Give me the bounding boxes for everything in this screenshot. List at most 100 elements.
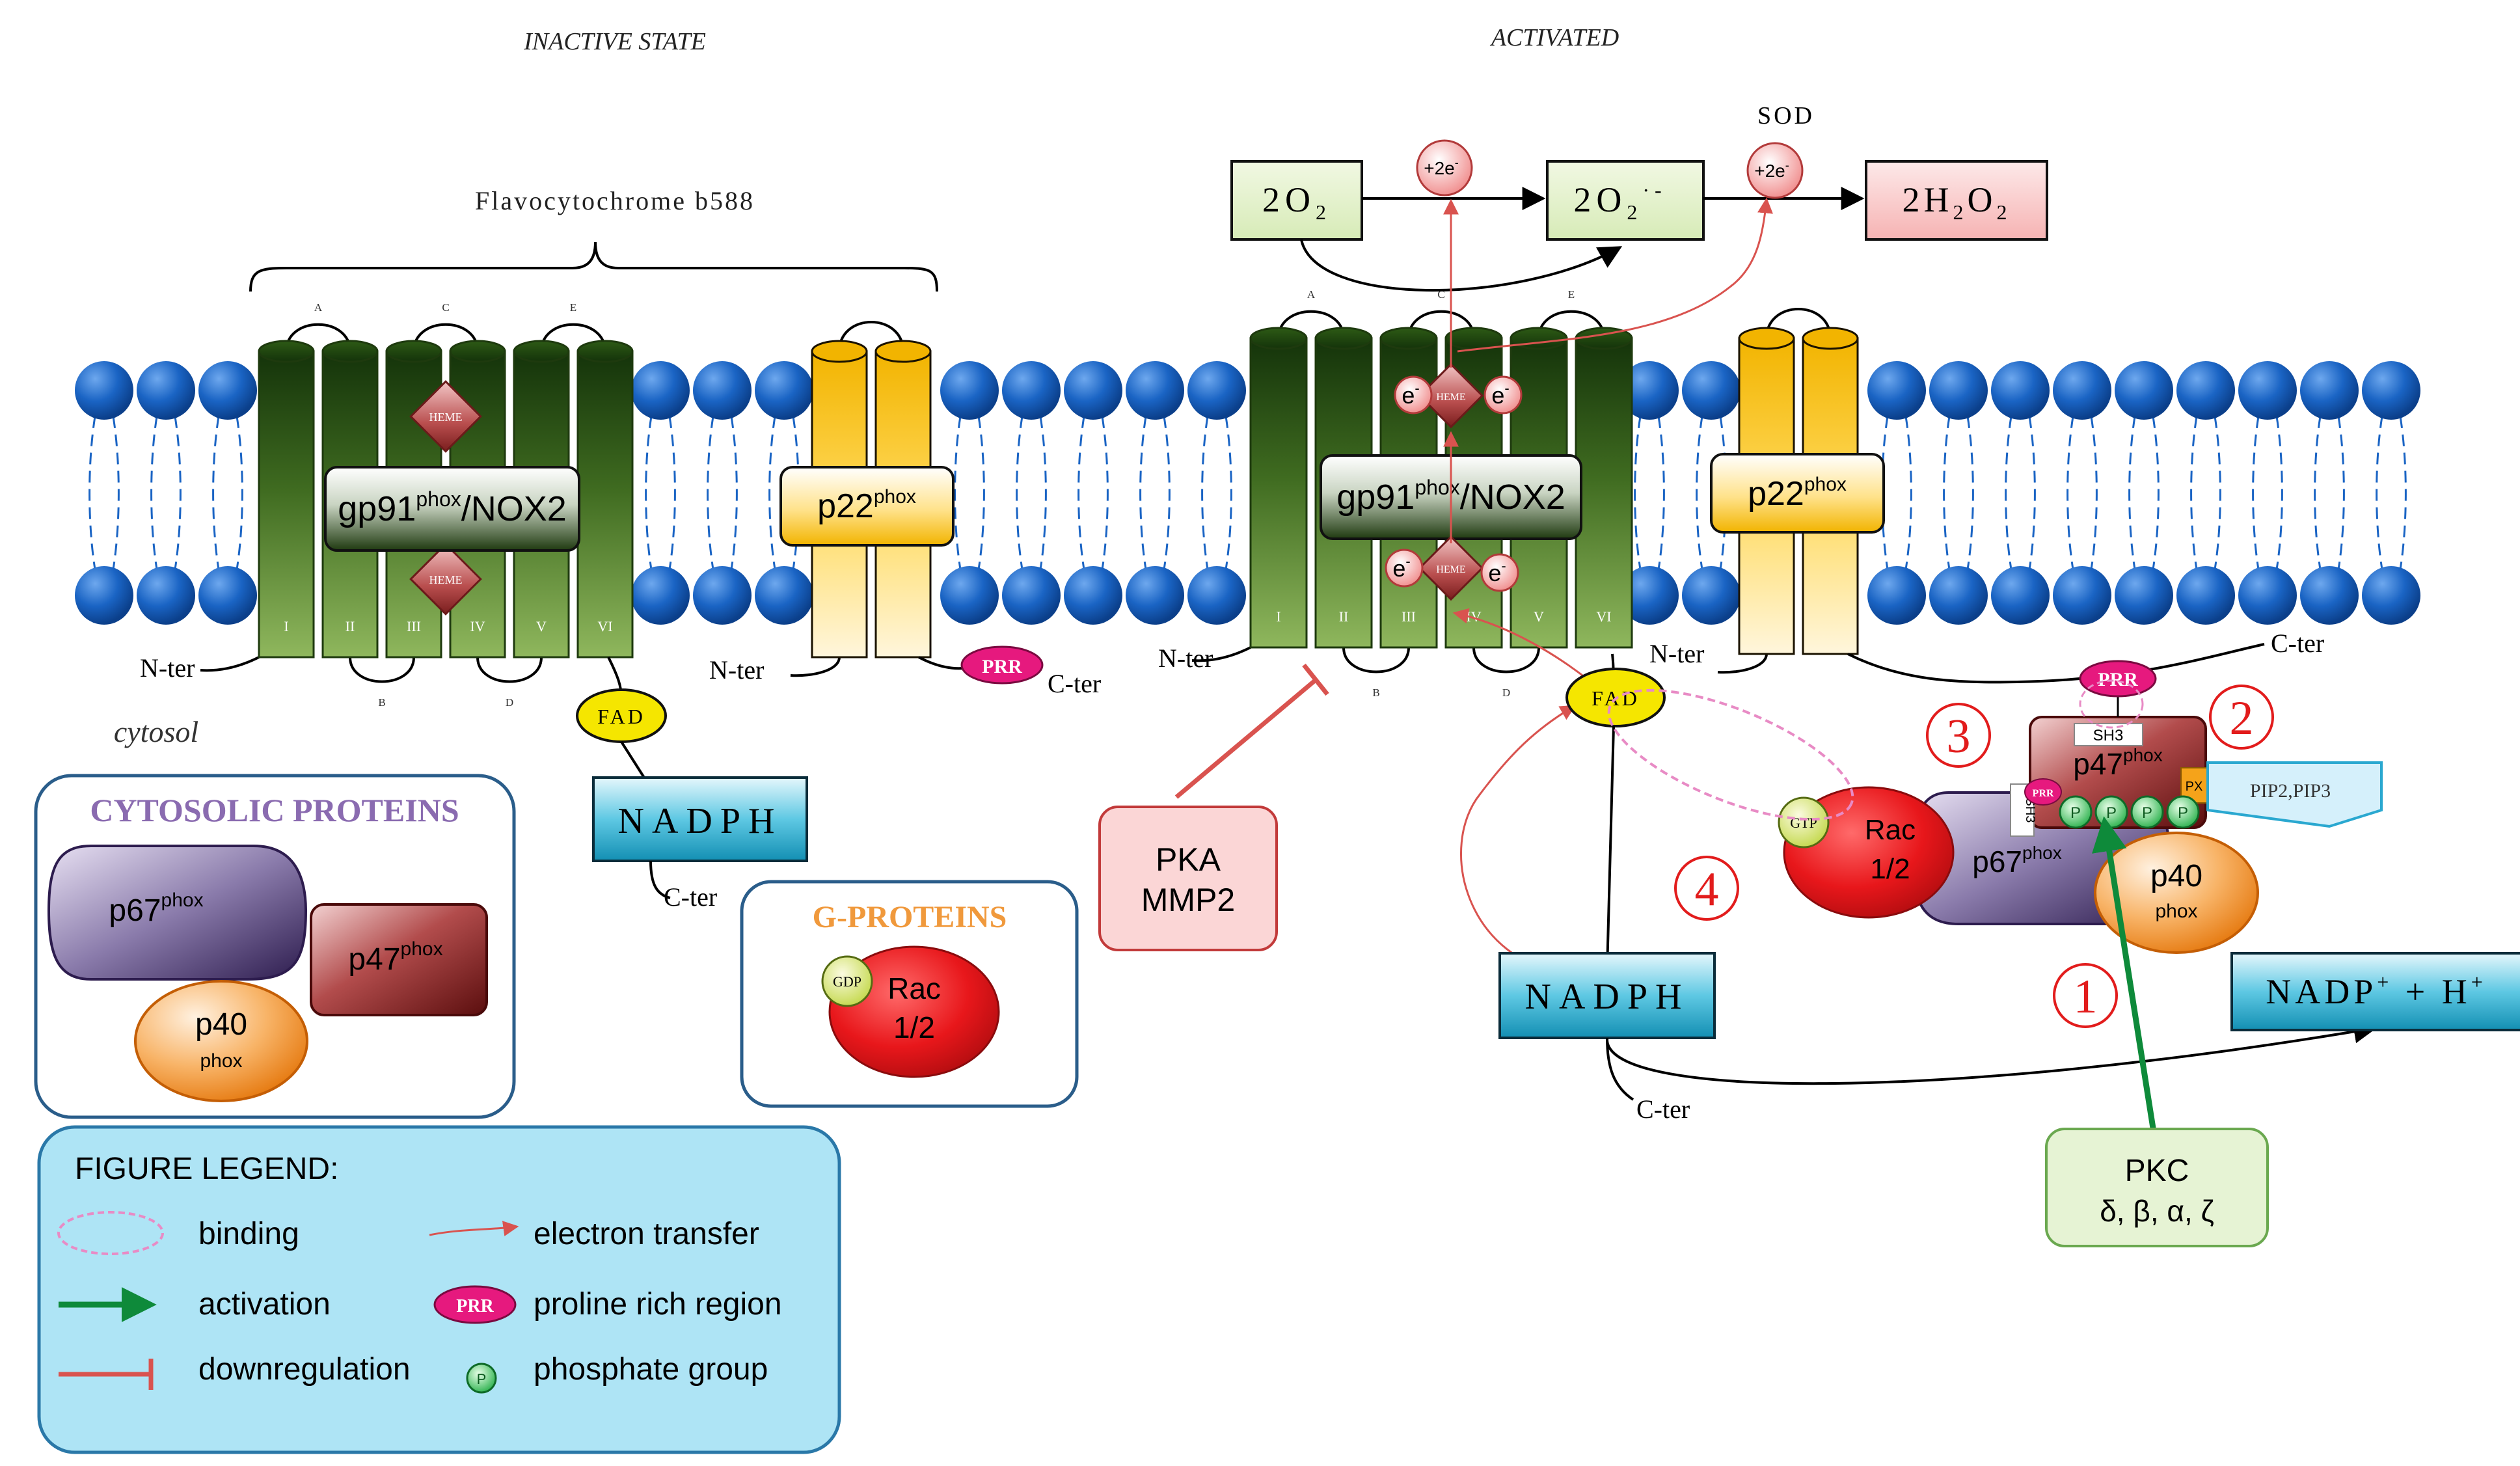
nadph-activated-box xyxy=(1498,952,1716,1039)
p67-label-activated: p67phox xyxy=(1972,843,2061,878)
helix-cap xyxy=(513,340,570,363)
lipid-tail xyxy=(707,416,714,570)
legend-downregulation: downregulation xyxy=(198,1352,411,1387)
plus-2e-icon: +2e- xyxy=(1416,139,1473,197)
reaction-row: 2O2 2O2·- 2H2O2 +2e- +2e- SOD xyxy=(1230,102,2048,292)
p22-label-box-activated xyxy=(1710,453,1885,534)
lipid-tail xyxy=(1225,416,1232,570)
extracellular-loop xyxy=(1407,310,1475,339)
lipid-tail xyxy=(2214,416,2221,570)
nadp-box xyxy=(2230,952,2520,1031)
helix-number-label: II xyxy=(345,618,355,634)
lipid-tail xyxy=(1139,416,1147,570)
electron-icon: e- xyxy=(1394,375,1433,414)
rac-label-activated: Rac xyxy=(1865,814,1916,846)
legend-phosphate-group: phosphate group xyxy=(534,1352,768,1387)
lipid-tail xyxy=(954,416,962,570)
helix-cap xyxy=(811,340,868,363)
sod-label: SOD xyxy=(1757,102,1815,129)
helix-number-label: I xyxy=(284,618,288,634)
lipid-tail xyxy=(1077,416,1085,570)
helix-cap xyxy=(1249,327,1308,350)
lipid-tail xyxy=(730,416,738,570)
sh3-label: SH3 xyxy=(2093,727,2124,744)
lipid-head xyxy=(693,361,752,420)
lipid-head xyxy=(1620,566,1679,625)
activated-assembly: p67phox p40 phox p47phox SH3 SH3 PX PIP2… xyxy=(1607,660,2383,1247)
step-number-label: 2 xyxy=(2230,692,2254,745)
fad-nadph-activated: FAD NADPH C-ter NADP+ + H+ xyxy=(1498,653,2520,1124)
p22-inactive-complex: p22phox N-ter PRR C-ter xyxy=(709,321,1101,698)
loop-label: E xyxy=(570,301,576,314)
svg-text:+2e-: +2e- xyxy=(1754,159,1789,181)
inactive-state-header: INACTIVE STATE xyxy=(523,28,706,55)
helix-cap xyxy=(258,340,315,363)
n-ter-label: N-ter xyxy=(1158,644,1213,673)
h2o2-box xyxy=(1865,160,2048,241)
p40-protein xyxy=(134,980,308,1102)
lipid-tail xyxy=(668,416,676,570)
phosphate-legend-icon xyxy=(466,1363,497,1394)
lipid-tail xyxy=(1101,416,1109,570)
phosphate-label: P xyxy=(2106,804,2117,822)
lipid-tail xyxy=(2005,416,2012,570)
helix-number-label: III xyxy=(407,618,421,634)
lipid-head xyxy=(2115,566,2173,625)
downregulation-arrow xyxy=(1174,678,1318,799)
phosphate-label: P xyxy=(2178,804,2188,822)
nadph-inactive-box xyxy=(592,776,808,862)
lipid-head xyxy=(1187,566,1246,625)
prr-icon xyxy=(2079,660,2157,698)
lipid-tail xyxy=(2337,416,2345,570)
step-number-label: 1 xyxy=(2074,970,2098,1024)
legend-binding: binding xyxy=(198,1217,299,1251)
heme-icon xyxy=(409,380,482,453)
step-number-badge xyxy=(2209,685,2274,750)
heme-icon xyxy=(1418,535,1484,601)
lipid-head xyxy=(755,566,813,625)
lipid-head xyxy=(1929,566,1988,625)
n-terminal-tail xyxy=(1717,653,1768,674)
prr-icon xyxy=(960,645,1044,685)
loop-label: B xyxy=(378,696,385,709)
pkc-isoforms-label: δ, β, α, ζ xyxy=(2100,1194,2214,1228)
lipid-tail xyxy=(2152,416,2160,570)
helix-cap xyxy=(874,340,932,363)
helix-cap xyxy=(321,340,379,363)
helix-cap xyxy=(449,340,506,363)
lipid-tail xyxy=(1201,416,1209,570)
prr-icon xyxy=(2024,778,2062,806)
g-proteins-title: G-PROTEINS xyxy=(813,900,1007,934)
lipid-head xyxy=(137,361,195,420)
lipid-head xyxy=(2053,566,2111,625)
lipid-head xyxy=(198,566,257,625)
lipid-tail xyxy=(2275,416,2283,570)
svg-text:e-: e- xyxy=(1491,380,1509,409)
intracellular-loop xyxy=(476,657,543,683)
intracellular-loop xyxy=(1342,647,1410,673)
lipid-head xyxy=(631,361,690,420)
lipid-tail xyxy=(2252,416,2260,570)
p40-label: p40 xyxy=(195,1007,247,1042)
phosphate-icon xyxy=(2166,795,2200,829)
helix-number-label: I xyxy=(1276,608,1280,625)
c-ter-label: C-ter xyxy=(1636,1094,1690,1124)
p40-sub-label: phox xyxy=(200,1050,242,1072)
lipid-tail xyxy=(2376,416,2383,570)
lipid-head xyxy=(2238,361,2297,420)
svg-text:e-: e- xyxy=(1392,553,1410,582)
helix-cap xyxy=(1314,327,1373,350)
c-ter-label: C-ter xyxy=(2271,629,2324,658)
lipid-head xyxy=(1682,566,1741,625)
lipid-tail xyxy=(88,416,96,570)
lipid-tail xyxy=(174,416,182,570)
lipid-tail xyxy=(2314,416,2322,570)
svg-text:+2e-: +2e- xyxy=(1424,156,1459,178)
lipid-tail xyxy=(2066,416,2074,570)
lipid-head xyxy=(2115,361,2173,420)
helix-cap xyxy=(1738,327,1795,350)
pkc-activation-arrow xyxy=(2092,816,2157,1133)
nadp-label: NADP+ + H+ xyxy=(2266,970,2487,1011)
superoxide-box xyxy=(1546,160,1705,241)
